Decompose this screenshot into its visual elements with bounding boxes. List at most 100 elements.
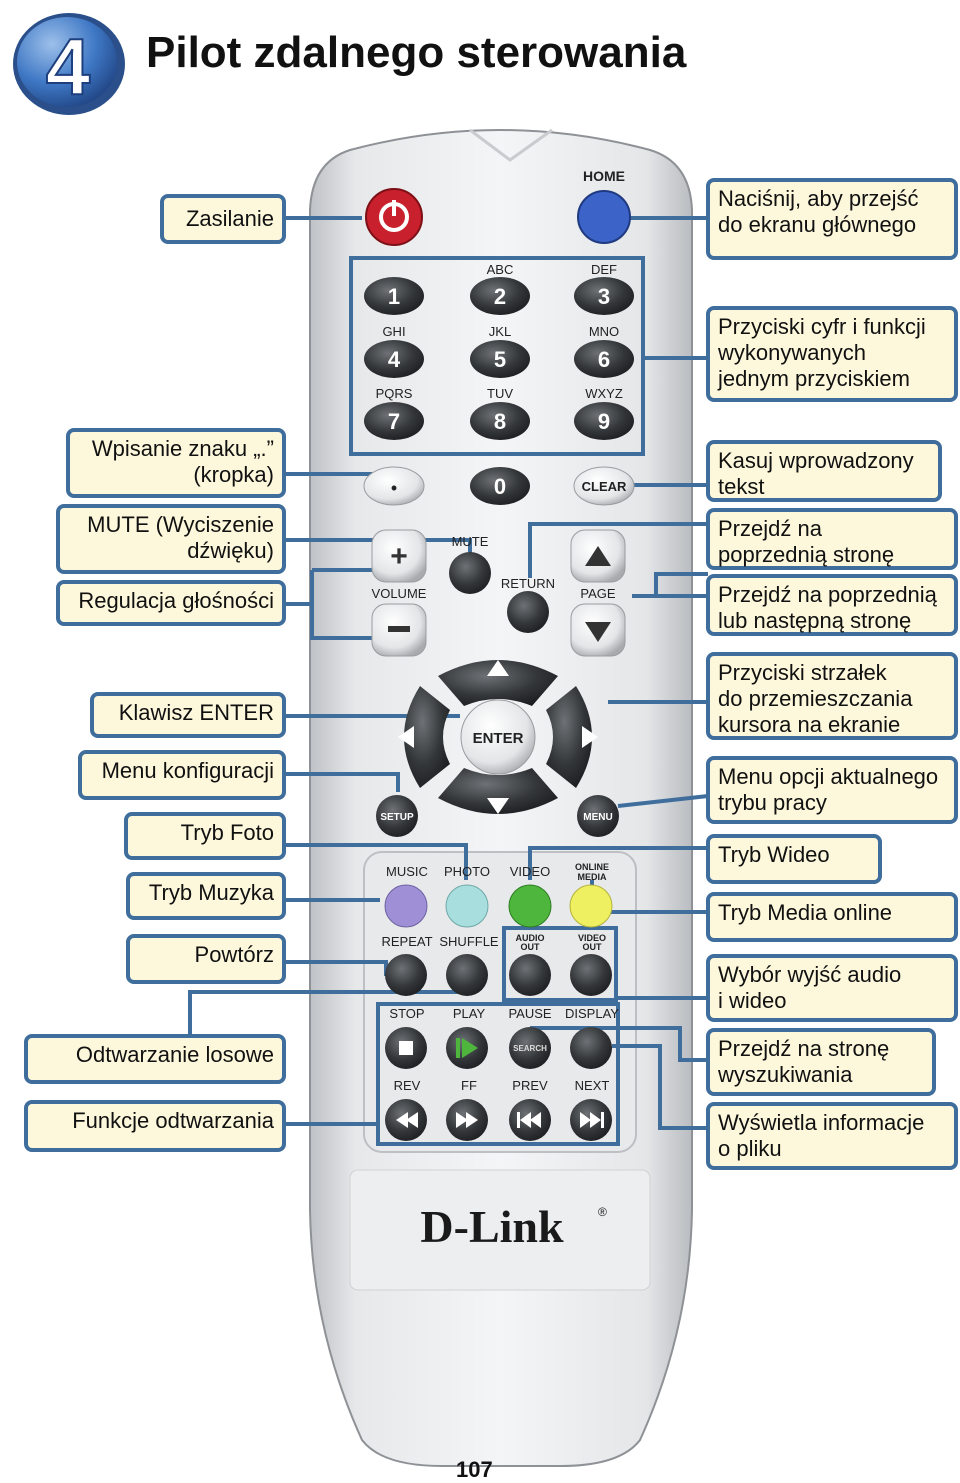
- dot-button: [363, 466, 425, 506]
- svg-text:PQRS: PQRS: [376, 386, 413, 401]
- svg-text:6: 6: [598, 347, 610, 372]
- online-media-button: [569, 884, 613, 928]
- music-mode-button: [384, 884, 428, 928]
- brand-logo: D-Link: [420, 1201, 564, 1252]
- svg-text:RETURN: RETURN: [501, 576, 555, 591]
- playback-frame: [376, 1002, 620, 1146]
- navigation-pad: ENTER: [398, 660, 598, 814]
- svg-text:PAGE: PAGE: [580, 586, 615, 601]
- menu-button: [577, 795, 619, 837]
- page-title: Pilot zdalnego sterowania: [146, 28, 687, 77]
- svg-text:MNO: MNO: [589, 324, 619, 339]
- connector-lines: [188, 216, 709, 1130]
- callout-dot: Wpisanie znaku „.”(kropka): [66, 428, 286, 498]
- svg-text:ABC: ABC: [487, 262, 514, 277]
- svg-text:OUT: OUT: [583, 942, 603, 952]
- svg-text:7: 7: [388, 409, 400, 434]
- svg-text:MUTE: MUTE: [452, 534, 489, 549]
- svg-text:FF: FF: [461, 1078, 477, 1093]
- display-button: [570, 1027, 612, 1069]
- video-out-button: [570, 954, 612, 996]
- video-mode-button: [508, 884, 552, 928]
- return-button: [507, 591, 549, 633]
- svg-text:REV: REV: [394, 1078, 421, 1093]
- svg-text:VIDEO: VIDEO: [578, 933, 606, 943]
- mute-button: [449, 552, 491, 594]
- svg-text:3: 3: [598, 284, 610, 309]
- svg-text:8: 8: [494, 409, 506, 434]
- svg-text:GHI: GHI: [382, 324, 405, 339]
- svg-text:VOLUME: VOLUME: [372, 586, 427, 601]
- svg-text:ENTER: ENTER: [473, 730, 524, 747]
- svg-text:5: 5: [494, 347, 506, 372]
- svg-text:OUT: OUT: [521, 942, 541, 952]
- svg-text:PHOTO: PHOTO: [444, 864, 490, 879]
- svg-text:®: ®: [598, 1205, 607, 1219]
- svg-text:•: •: [391, 478, 397, 498]
- svg-text:REPEAT: REPEAT: [381, 934, 432, 949]
- zero-button: [470, 467, 530, 505]
- pause-search-button: [509, 1027, 551, 1069]
- audio-out-button: [509, 954, 551, 996]
- svg-text:DISPLAY: DISPLAY: [565, 1006, 619, 1021]
- callout-online: Tryb Media online: [706, 892, 958, 942]
- svg-text:JKL: JKL: [489, 324, 511, 339]
- svg-text:PREV: PREV: [512, 1078, 548, 1093]
- svg-text:WXYZ: WXYZ: [585, 386, 623, 401]
- setup-button: [376, 795, 418, 837]
- svg-text:MENU: MENU: [583, 812, 612, 823]
- power-button: [365, 188, 423, 246]
- page-number: 107: [456, 1457, 493, 1482]
- callout-music: Tryb Muzyka: [126, 872, 286, 920]
- svg-text:PAUSE: PAUSE: [508, 1006, 551, 1021]
- svg-text:0: 0: [494, 474, 506, 499]
- callout-power: Zasilanie: [160, 194, 286, 244]
- svg-text:+: +: [390, 540, 408, 573]
- svg-text:TUV: TUV: [487, 386, 513, 401]
- svg-text:MEDIA: MEDIA: [578, 872, 608, 882]
- svg-text:1: 1: [388, 284, 400, 309]
- shuffle-button: [446, 954, 488, 996]
- svg-text:SETUP: SETUP: [380, 812, 414, 823]
- svg-text:AUDIO: AUDIO: [516, 933, 545, 943]
- svg-text:ONLINE: ONLINE: [575, 862, 609, 872]
- digit-buttons: ABC DEF 1 2 3 GHI JKL MNO 4 5 6 PQRS TUV…: [364, 262, 634, 440]
- svg-text:VIDEO: VIDEO: [510, 864, 550, 879]
- svg-text:NEXT: NEXT: [575, 1078, 610, 1093]
- svg-text:MUSIC: MUSIC: [386, 864, 428, 879]
- repeat-button: [385, 954, 427, 996]
- svg-text:9: 9: [598, 409, 610, 434]
- logo-panel: [349, 1169, 651, 1291]
- callout-playback: Funkcje odtwarzania: [24, 1100, 286, 1152]
- volume-up-button: [371, 529, 427, 583]
- svg-text:2: 2: [494, 284, 506, 309]
- home-button: [577, 190, 631, 244]
- svg-text:4: 4: [46, 22, 91, 111]
- callout-setup: Menu konfiguracji: [78, 750, 286, 800]
- clear-button: [573, 466, 635, 506]
- svg-text:SHUFFLE: SHUFFLE: [439, 934, 499, 949]
- svg-text:PLAY: PLAY: [453, 1006, 486, 1021]
- callout-enter: Klawisz ENTER: [90, 692, 286, 738]
- svg-text:STOP: STOP: [389, 1006, 424, 1021]
- svg-text:SEARCH: SEARCH: [513, 1044, 547, 1053]
- svg-text:4: 4: [388, 347, 401, 372]
- home-label: HOME: [583, 168, 625, 184]
- callout-repeat: Powtórz: [126, 934, 286, 984]
- svg-text:CLEAR: CLEAR: [582, 479, 627, 494]
- av-out-frame: [502, 926, 618, 1002]
- photo-mode-button: [445, 884, 489, 928]
- callout-volume: Regulacja głośności: [56, 580, 286, 626]
- svg-text:DEF: DEF: [591, 262, 617, 277]
